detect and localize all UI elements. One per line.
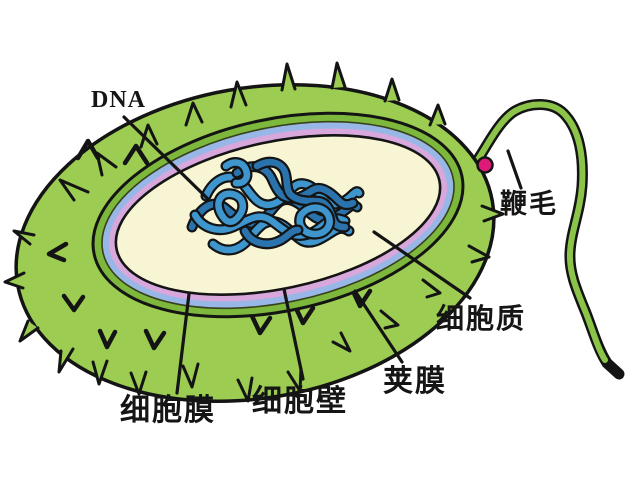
capsule-spikes — [3, 61, 505, 403]
flagellum-pointer-line — [506, 149, 523, 190]
capsule-pointer-line — [353, 289, 404, 364]
cell-envelope — [91, 111, 465, 319]
dna-pointer-line — [122, 115, 210, 201]
cytoplasm-pointer-line — [372, 230, 472, 300]
capsule-v-marks — [46, 138, 373, 351]
flagellum — [464, 99, 625, 380]
label-cell-wall: 细胞壁 — [252, 385, 348, 418]
label-cytoplasm: 细胞质 — [436, 304, 527, 335]
dna-tangle — [186, 156, 365, 256]
cell-wall-pointer-line — [282, 287, 305, 381]
label-capsule: 荚膜 — [383, 365, 447, 398]
flagellum-basal-dot — [476, 156, 494, 174]
label-flagellum: 鞭毛 — [500, 189, 558, 219]
pointer-lines — [122, 115, 523, 395]
label-dna: DNA — [91, 87, 146, 113]
cell-membrane-pointer-line — [175, 292, 191, 395]
label-cell-membrane: 细胞膜 — [120, 394, 216, 427]
cytoplasm-region — [114, 134, 442, 296]
